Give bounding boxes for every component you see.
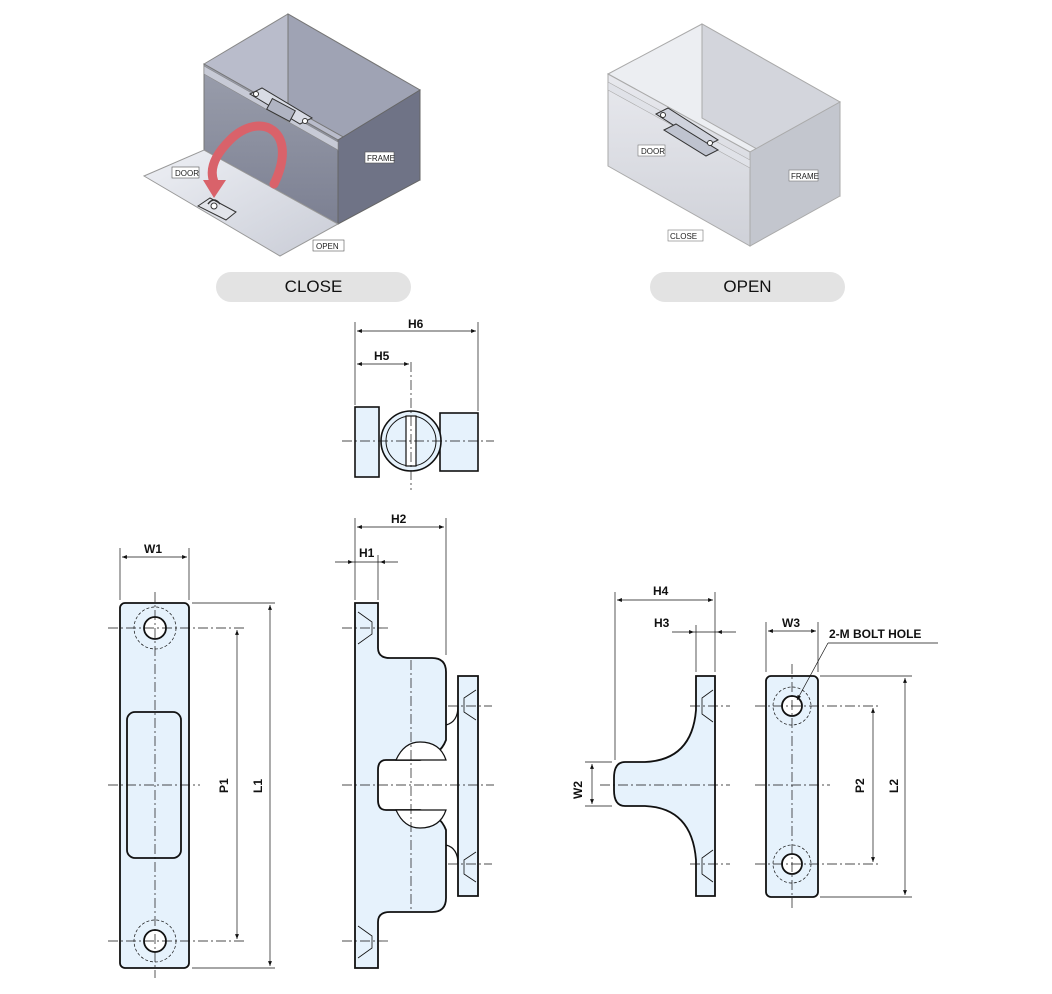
- close-caption: CLOSE: [216, 272, 411, 302]
- front-view: [119, 602, 190, 969]
- open-frame-label: FRAME: [791, 172, 819, 181]
- dim-w2-label: W2: [571, 781, 585, 799]
- strike-side-view: [613, 675, 716, 897]
- open-door-label: DOOR: [641, 147, 665, 156]
- bolt-hole-callout: 2-M BOLT HOLE: [829, 627, 921, 641]
- close-state-label: OPEN: [316, 242, 339, 251]
- close-frame-label: FRAME: [367, 154, 395, 163]
- dim-p2-label: P2: [853, 778, 867, 793]
- dim-l2-label: L2: [887, 779, 901, 793]
- dim-h6-label: H6: [408, 317, 424, 331]
- dim-h2-label: H2: [391, 512, 407, 526]
- latch-on-frame-icon: [248, 87, 314, 125]
- dim-h5-label: H5: [374, 349, 390, 363]
- dim-h4-label: H4: [653, 584, 669, 598]
- open-state-label: CLOSE: [670, 232, 697, 241]
- dim-h1-label: H1: [359, 546, 375, 560]
- dim-h3-label: H3: [654, 616, 670, 630]
- dim-p1-label: P1: [217, 778, 231, 793]
- close-door-label: DOOR: [175, 169, 199, 178]
- open-caption: OPEN: [650, 272, 845, 302]
- latch-assembly-icon: [654, 107, 720, 157]
- catch-on-door-icon: [197, 197, 237, 221]
- dim-w1-label: W1: [144, 542, 162, 556]
- close-illustration: DOOR FRAME OPEN: [142, 13, 421, 257]
- side-view: [354, 602, 479, 969]
- dim-l1-label: L1: [251, 779, 265, 793]
- dim-w3-label: W3: [782, 616, 800, 630]
- top-view: [354, 406, 479, 478]
- close-arrow-head-icon: [203, 180, 226, 198]
- close-motion-arrow: [207, 121, 287, 189]
- open-illustration: DOOR FRAME CLOSE: [606, 23, 842, 247]
